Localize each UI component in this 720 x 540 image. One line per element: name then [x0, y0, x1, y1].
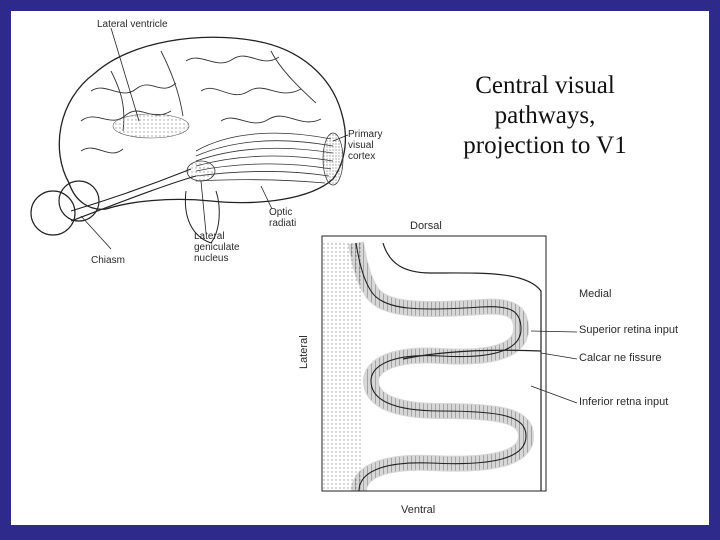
- optic-tract: [71, 176, 196, 221]
- eyeball-left: [31, 191, 75, 235]
- lateral-ventricle-shape: [113, 114, 189, 138]
- label-calcarine-fissure: Calcar ne fissure: [579, 353, 662, 364]
- label-lateral-geniculate-nucleus: Lateral geniculate nucleus: [194, 231, 240, 264]
- label-lateral: Lateral: [298, 335, 310, 369]
- label-dorsal: Dorsal: [410, 221, 442, 232]
- lgn-shape: [187, 161, 215, 181]
- label-or-line-1: Optic: [269, 207, 296, 218]
- label-lateral-ventricle: Lateral ventricle: [97, 19, 168, 30]
- label-inferior-retina-input: Inferior retna input: [579, 397, 668, 408]
- label-or-line-2: radiati: [269, 218, 296, 229]
- label-lgn-line-2: geniculate: [194, 242, 240, 253]
- label-chiasm: Chiasm: [91, 255, 125, 266]
- eyeball-right: [59, 181, 99, 221]
- label-optic-radiation: Optic radiati: [269, 207, 296, 229]
- label-primary-visual-cortex: Primary visual cortex: [348, 129, 382, 162]
- cortex-section: [322, 236, 577, 491]
- slide-canvas: Central visual pathways, projection to V…: [11, 11, 709, 525]
- optic-radiation-fibres: [196, 133, 333, 183]
- brain-illustration: [11, 11, 709, 525]
- label-medial: Medial: [579, 289, 611, 300]
- label-lgn-line-3: nucleus: [194, 253, 240, 264]
- label-lgn-line-1: Lateral: [194, 231, 240, 242]
- label-superior-retina-input: Superior retina input: [579, 325, 678, 336]
- label-pvc-line-3: cortex: [348, 151, 382, 162]
- label-ventral: Ventral: [401, 505, 435, 516]
- label-pvc-line-2: visual: [348, 140, 382, 151]
- label-pvc-line-1: Primary: [348, 129, 382, 140]
- brain-outline: [59, 37, 345, 209]
